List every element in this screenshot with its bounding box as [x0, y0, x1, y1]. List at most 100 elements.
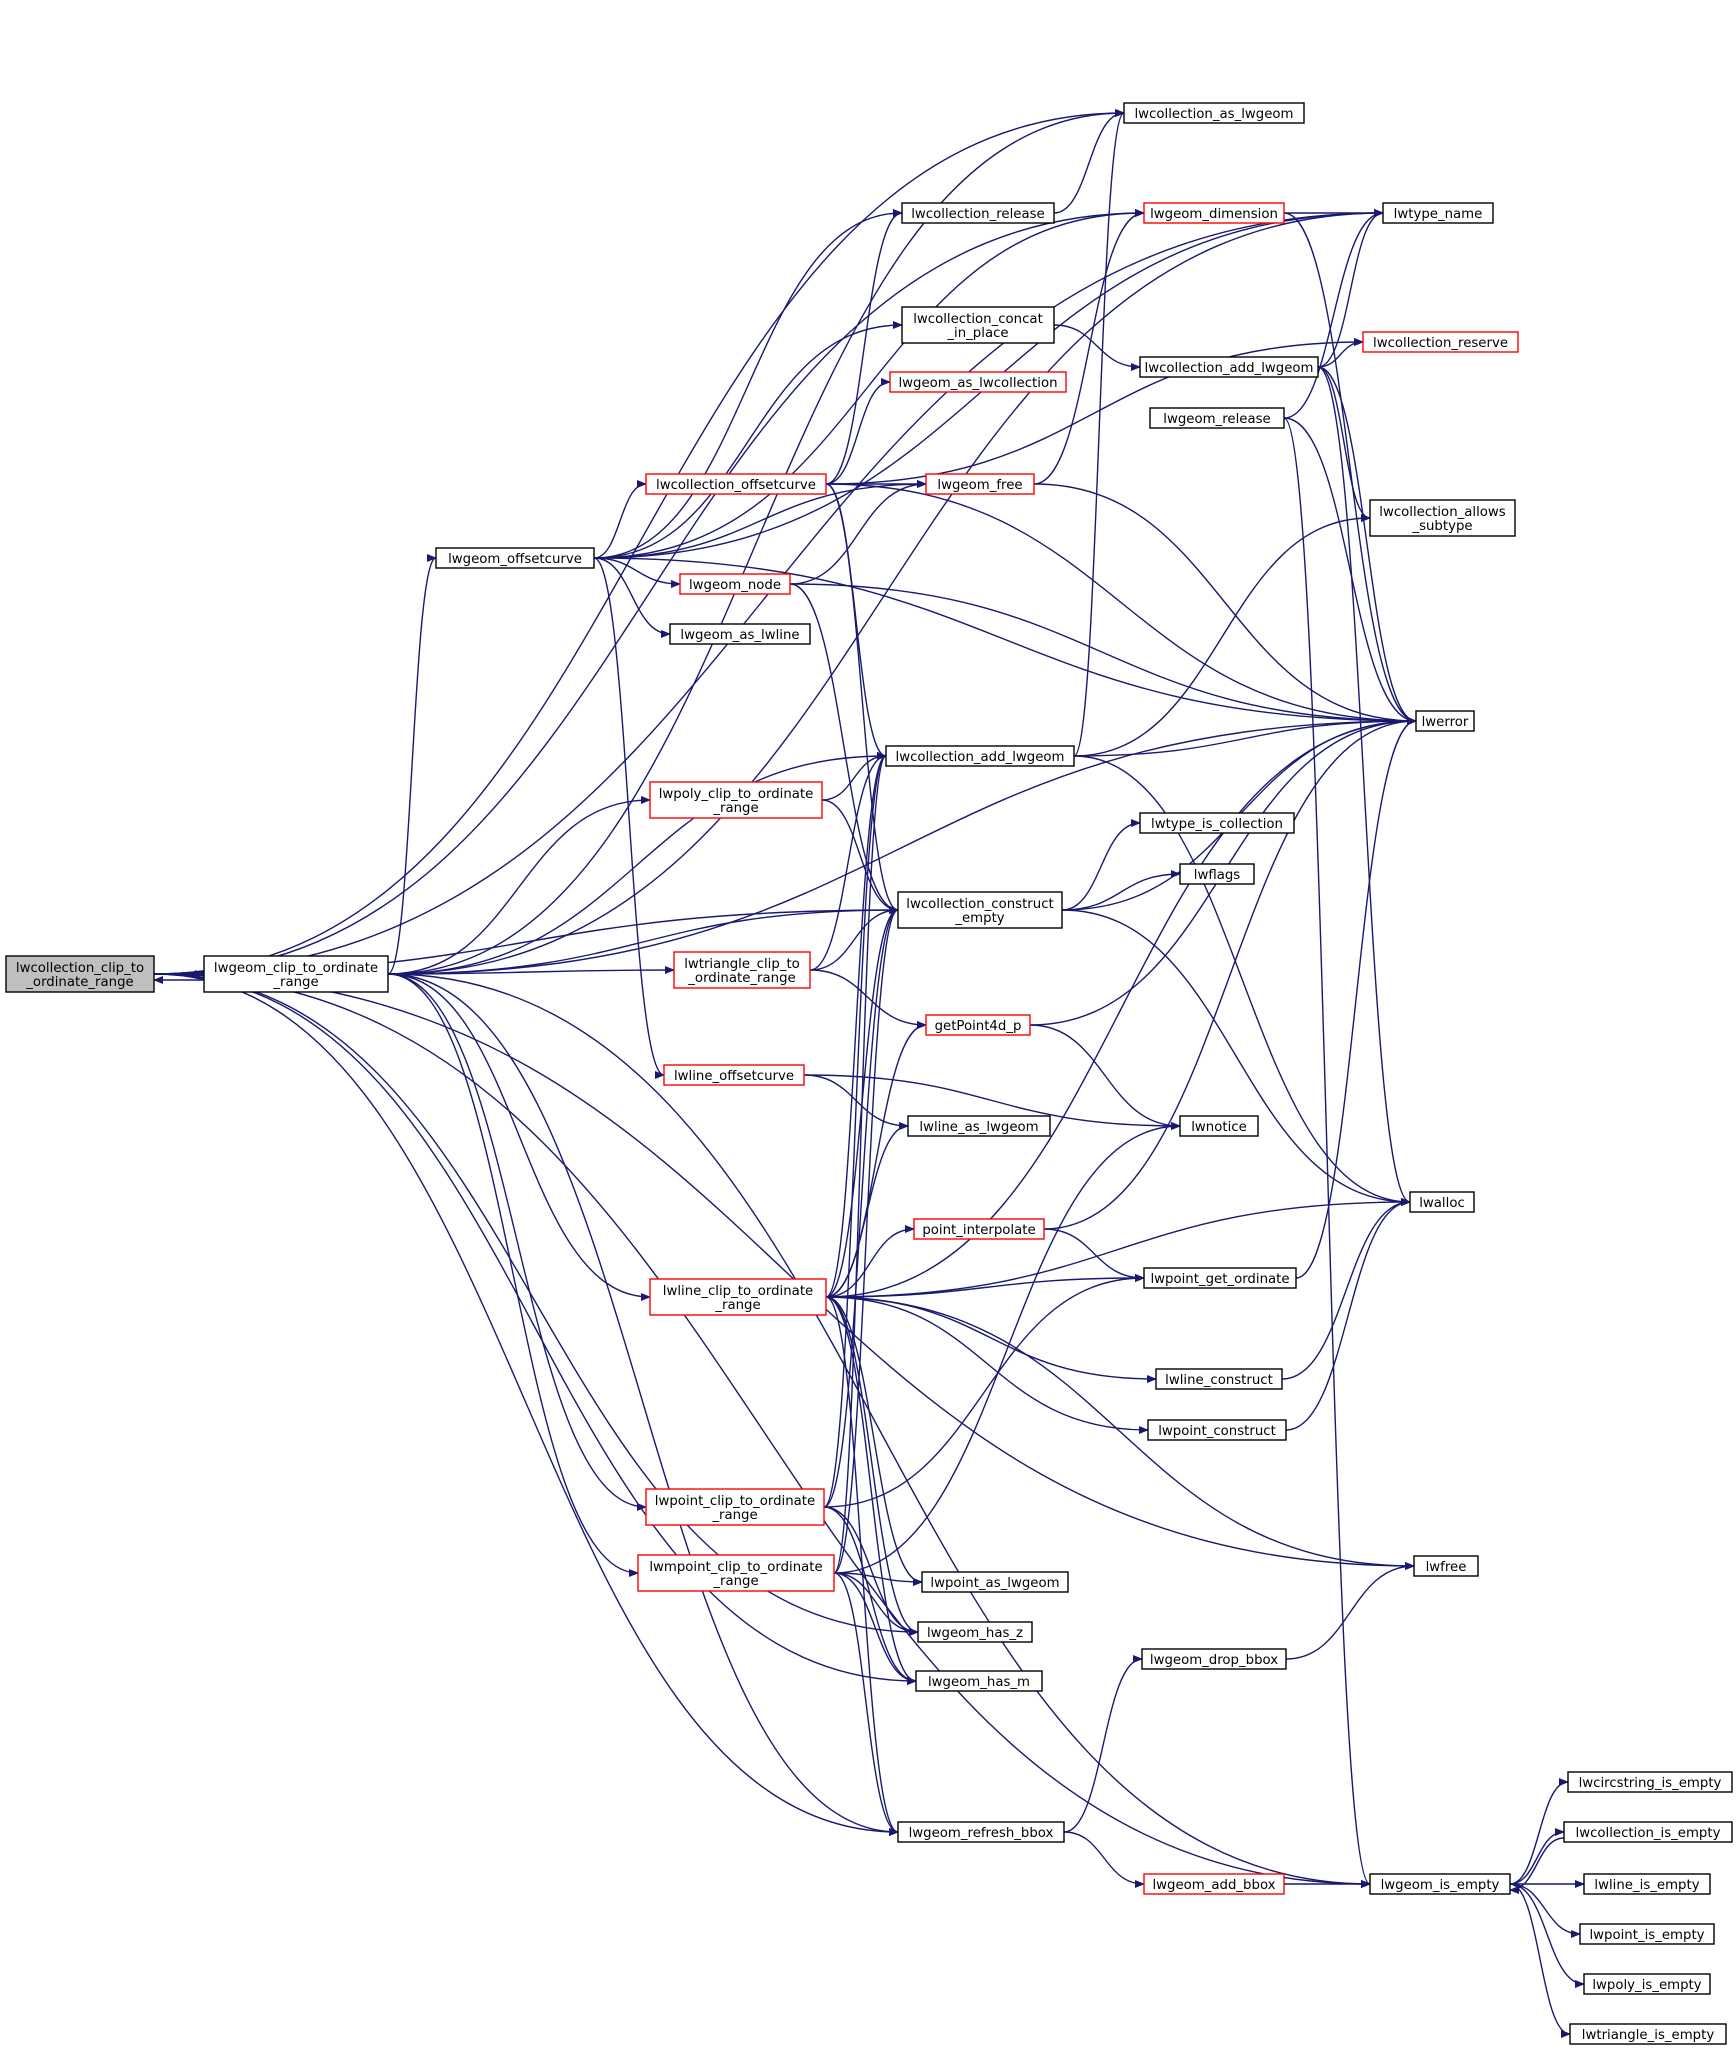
- edge-lwcollection_release-to-lwcollection_as_lwgeom: [1053, 109, 1125, 214]
- node-lwmpoint_clip[interactable]: lwmpoint_clip_to_ordinate_range: [637, 1554, 835, 1592]
- node-box: [1413, 1555, 1479, 1577]
- edge-getPoint4d_p-to-lwnotice: [1029, 1024, 1181, 1130]
- edge-lwgeom_offsetcurve-to-lwcollection_offsetcurve: [593, 480, 647, 559]
- node-lwline_is_empty[interactable]: lwline_is_empty: [1583, 1873, 1711, 1895]
- edge-lwcollection_clip-to-lwgeom_dimension: [153, 209, 1145, 975]
- node-lwgeom_release[interactable]: lwgeom_release: [1149, 407, 1285, 429]
- node-lwgeom_has_z[interactable]: lwgeom_has_z: [917, 1621, 1033, 1643]
- node-lwline_clip[interactable]: lwline_clip_to_ordinate_range: [649, 1278, 827, 1316]
- node-point_interpolate[interactable]: point_interpolate: [913, 1218, 1045, 1240]
- node-lwgeom_clip[interactable]: lwgeom_clip_to_ordinate_range: [203, 955, 389, 993]
- node-lwflags[interactable]: lwflags: [1179, 863, 1255, 885]
- edge-lwgeom_refresh_bbox-to-lwgeom_add_bbox: [1063, 1831, 1145, 1888]
- edge-lwgeom_free-to-lwgeom_dimension: [1033, 209, 1145, 485]
- node-label: lwline_as_lwgeom: [919, 1120, 1038, 1135]
- edge-lwcollection_clip-to-lwgeom_is_empty: [153, 973, 1371, 1888]
- node-lwgeom_drop_bbox[interactable]: lwgeom_drop_bbox: [1141, 1648, 1287, 1670]
- node-label: lwcollection_allows: [1379, 505, 1506, 520]
- edge-lwgeom_dimension-to-lwerror: [1283, 212, 1417, 725]
- node-lwpoint_is_empty[interactable]: lwpoint_is_empty: [1579, 1923, 1715, 1945]
- node-box: [1563, 1821, 1733, 1843]
- edge-lwgeom_offsetcurve-to-lwline_offsetcurve: [593, 557, 665, 1079]
- edge-lwgeom_clip-to-lwerror: [387, 717, 1417, 975]
- node-label: _range: [711, 1508, 757, 1523]
- edge-lwgeom_offsetcurve-to-lwgeom_dimension: [593, 209, 1145, 559]
- node-lwpoint_get_ordinate[interactable]: lwpoint_get_ordinate: [1143, 1267, 1297, 1289]
- node-lwgeom_is_empty[interactable]: lwgeom_is_empty: [1369, 1873, 1511, 1895]
- edge-lwcollection_offsetcurve-to-lwcollection_release: [825, 209, 903, 485]
- edge-lwpoint_construct-to-lwalloc: [1285, 1198, 1411, 1431]
- node-lwgeom_as_lwline[interactable]: lwgeom_as_lwline: [669, 623, 811, 645]
- edge-lwgeom_clip-to-lwtype_name: [387, 209, 1384, 975]
- node-lwalloc[interactable]: lwalloc: [1409, 1191, 1475, 1213]
- node-lwline_offsetcurve[interactable]: lwline_offsetcurve: [663, 1064, 805, 1086]
- node-lwcollection_as_lwgeom[interactable]: lwcollection_as_lwgeom: [1123, 102, 1305, 124]
- node-lwtype_is_collection[interactable]: lwtype_is_collection: [1139, 812, 1295, 834]
- edge-lwcollection_clip-to-lwgeom_has_z: [153, 973, 919, 1636]
- node-lwgeom_refresh_bbox[interactable]: lwgeom_refresh_bbox: [897, 1821, 1065, 1843]
- node-lwgeom_as_lwcollection[interactable]: lwgeom_as_lwcollection: [889, 371, 1067, 393]
- node-lwgeom_offsetcurve[interactable]: lwgeom_offsetcurve: [435, 547, 595, 569]
- edge-lwcollection_clip-to-lwcollection_as_lwgeom: [153, 109, 1125, 975]
- node-lwgeom_has_m[interactable]: lwgeom_has_m: [915, 1670, 1043, 1692]
- node-label: lwline_clip_to_ordinate: [663, 1284, 813, 1299]
- node-lwpoint_construct[interactable]: lwpoint_construct: [1147, 1419, 1287, 1441]
- node-lwgeom_free[interactable]: lwgeom_free: [925, 473, 1035, 495]
- node-box: [203, 955, 389, 993]
- node-lwgeom_node[interactable]: lwgeom_node: [679, 573, 791, 595]
- node-lwpoly_is_empty[interactable]: lwpoly_is_empty: [1583, 1973, 1711, 1995]
- node-box: [435, 547, 595, 569]
- node-box: [645, 1488, 825, 1526]
- node-box: [5, 955, 155, 993]
- node-lwline_construct[interactable]: lwline_construct: [1155, 1368, 1283, 1390]
- node-lwcollection_concat[interactable]: lwcollection_concat_in_place: [901, 306, 1055, 344]
- node-box: [673, 951, 811, 989]
- edge-lwmpoint_clip-to-lwgeom_has_z: [833, 1572, 919, 1636]
- node-box: [1583, 1973, 1711, 1995]
- node-lwgeom_dimension[interactable]: lwgeom_dimension: [1143, 202, 1285, 224]
- node-lwcollection_allows[interactable]: lwcollection_allows_subtype: [1369, 499, 1516, 537]
- node-lwtriangle_clip[interactable]: lwtriangle_clip_to_ordinate_range: [673, 951, 811, 989]
- node-box: [915, 1670, 1043, 1692]
- node-label: lwcircstring_is_empty: [1579, 1776, 1722, 1791]
- node-box: [1369, 1873, 1511, 1895]
- node-lwerror[interactable]: lwerror: [1415, 710, 1475, 732]
- node-lwgeom_add_bbox[interactable]: lwgeom_add_bbox: [1143, 1873, 1285, 1895]
- node-label: lwgeom_free: [937, 478, 1022, 493]
- node-lwfree[interactable]: lwfree: [1413, 1555, 1479, 1577]
- node-lwcollection_clip[interactable]: lwcollection_clip_to_ordinate_range: [5, 955, 155, 993]
- node-getPoint4d_p[interactable]: getPoint4d_p: [925, 1014, 1031, 1036]
- node-box: [1155, 1368, 1283, 1390]
- node-lwcollection_add_lwgeom_b[interactable]: lwcollection_add_lwgeom: [885, 745, 1075, 767]
- edge-lwcollection_add_lwgeom_a-to-lwtype_name: [1317, 209, 1384, 368]
- node-label: lwline_construct: [1165, 1373, 1273, 1388]
- edge-lwgeom_clip-to-lwmpoint_clip: [387, 973, 639, 1577]
- edge-lwgeom_offsetcurve-to-lwcollection_release: [593, 209, 903, 559]
- node-lwcircstring_is_empty[interactable]: lwcircstring_is_empty: [1567, 1771, 1733, 1793]
- node-lwline_as_lwgeom[interactable]: lwline_as_lwgeom: [907, 1115, 1051, 1137]
- node-lwpoly_clip[interactable]: lwpoly_clip_to_ordinate_range: [649, 781, 823, 819]
- node-lwcollection_offsetcurve[interactable]: lwcollection_offsetcurve: [645, 473, 827, 495]
- edge-lwgeom_offsetcurve-to-lwgeom_node: [593, 557, 681, 588]
- edge-lwcollection_clip-to-lwgeom_refresh_bbox: [153, 973, 899, 1836]
- node-box: [921, 1571, 1069, 1593]
- node-label: lwpoint_as_lwgeom: [930, 1576, 1059, 1591]
- node-label: lwcollection_construct: [906, 897, 1053, 912]
- node-lwpoint_clip[interactable]: lwpoint_clip_to_ordinate_range: [645, 1488, 825, 1526]
- node-lwcollection_construct_empty[interactable]: lwcollection_construct_empty: [897, 891, 1063, 929]
- node-lwcollection_reserve[interactable]: lwcollection_reserve: [1362, 331, 1519, 353]
- node-label: _empty: [954, 911, 1004, 926]
- node-label: lwnotice: [1191, 1120, 1247, 1135]
- node-label: lwline_offsetcurve: [674, 1069, 794, 1084]
- node-lwcollection_add_lwgeom_a[interactable]: lwcollection_add_lwgeom: [1139, 356, 1319, 378]
- node-lwpoint_as_lwgeom[interactable]: lwpoint_as_lwgeom: [921, 1571, 1069, 1593]
- node-lwtype_name[interactable]: lwtype_name: [1382, 202, 1494, 224]
- node-lwcollection_is_empty[interactable]: lwcollection_is_empty: [1563, 1821, 1733, 1843]
- node-lwnotice[interactable]: lwnotice: [1179, 1115, 1259, 1137]
- edge-lwgeom_drop_bbox-to-lwfree: [1285, 1562, 1415, 1660]
- node-box: [917, 1621, 1033, 1643]
- node-lwtriangle_is_empty[interactable]: lwtriangle_is_empty: [1569, 2023, 1727, 2045]
- edge-lwgeom_offsetcurve-to-lwgeom_free: [593, 480, 927, 559]
- edge-lwcollection_add_lwgeom_b-to-lwerror: [1073, 717, 1417, 757]
- node-lwcollection_release[interactable]: lwcollection_release: [901, 202, 1055, 224]
